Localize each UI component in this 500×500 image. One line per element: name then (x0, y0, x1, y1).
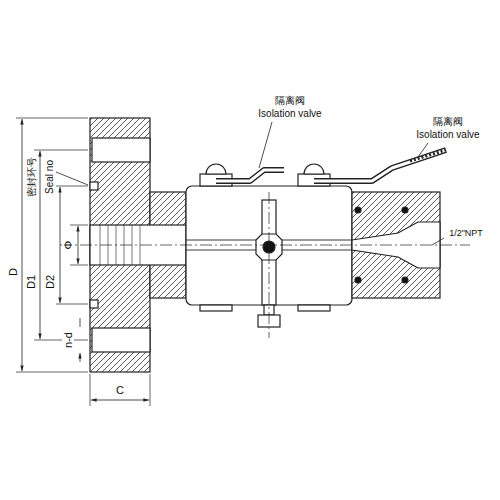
dimension-line (40, 151, 41, 339)
leader-line (432, 238, 444, 245)
part-label: 密封环号 (26, 156, 37, 198)
bolt-hole (92, 138, 150, 162)
part-label: 隔离阀 (432, 116, 464, 127)
o-ring (355, 277, 361, 283)
o-ring (355, 207, 361, 213)
dimension-label: D (7, 267, 19, 277)
dimension-label: C (115, 384, 125, 396)
seal-groove (90, 182, 98, 190)
part-label: Seal no (44, 159, 55, 195)
extension-line (16, 118, 150, 406)
leader-line (259, 122, 272, 168)
body-foot (298, 305, 330, 311)
dimension-line (80, 318, 81, 362)
valve-handle (216, 170, 284, 181)
bolt-hole (92, 328, 150, 352)
dimension-line (22, 119, 23, 371)
dimension-line (91, 400, 149, 401)
valve-handle (314, 150, 446, 181)
seal-groove (90, 300, 98, 308)
center-line (60, 192, 470, 338)
leader-line (56, 172, 88, 185)
dimension-label: D2 (44, 274, 56, 290)
part-label: Isolation valve (415, 129, 480, 140)
dimension-label: D1 (25, 274, 37, 290)
o-ring (402, 277, 408, 283)
dimension-label: Φ (62, 240, 74, 251)
dimension-line (60, 187, 61, 303)
valve-handle (314, 150, 446, 181)
part-label: 隔离阀 (274, 95, 306, 106)
part-label: Isolation valve (257, 108, 322, 119)
port-label: 1/2"NPT (448, 229, 484, 239)
leader-line (418, 143, 428, 157)
valve-handle (216, 170, 284, 181)
dimension-label: n-d (62, 331, 74, 349)
acorn-nut (304, 164, 324, 174)
handle-grip (410, 150, 446, 161)
o-ring (402, 207, 408, 213)
body-foot (200, 305, 232, 311)
dimension-line (78, 226, 79, 264)
acorn-nut (206, 164, 226, 174)
